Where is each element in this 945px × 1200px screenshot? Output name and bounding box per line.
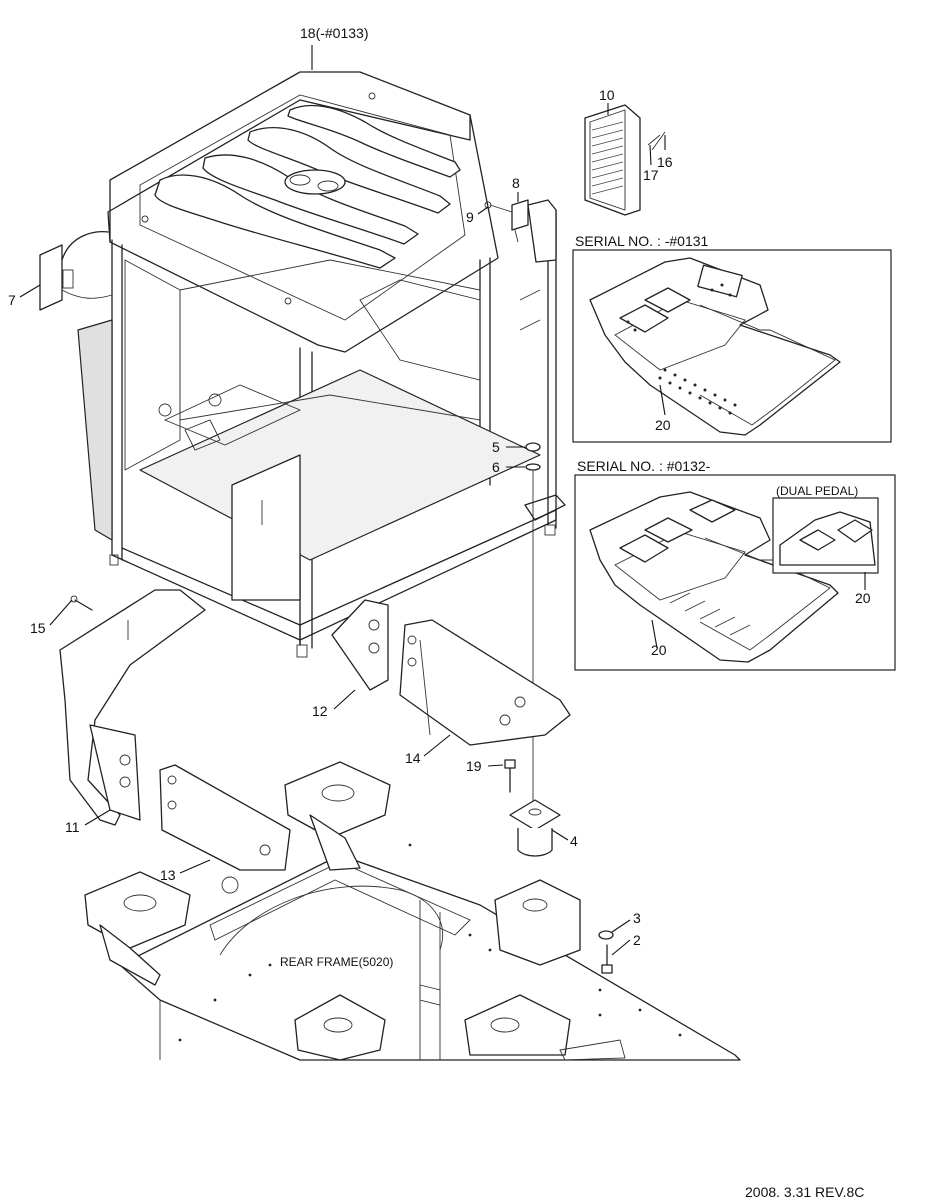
callout-6: 6 [492,459,500,475]
serial-caption-top: SERIAL NO. : -#0131 [575,233,709,249]
roof-panel [107,71,499,353]
rear-frame [84,761,741,1061]
leader-lines [19,45,866,956]
bracket-part-8-9 [484,199,529,243]
callout-16: 16 [657,154,673,170]
nut-washer-part-5-6 [525,442,541,805]
serial-caption-bottom: SERIAL NO. : #0132- [577,458,711,474]
callout-9: 9 [466,209,474,225]
callout-5: 5 [492,439,500,455]
part-numbers: 18(-#0133) 10 16 17 8 9 7 5 6 15 12 14 1… [8,25,871,948]
callout-7: 7 [8,292,16,308]
rear-frame-label: REAR FRAME(5020) [280,955,393,969]
cab-frame [77,199,566,658]
lamp-part-7 [39,230,113,311]
callout-18: 18(-#0133) [300,25,369,41]
callout-4: 4 [570,833,578,849]
callout-20-dual: 20 [855,590,871,606]
callout-10: 10 [599,87,615,103]
callout-13: 13 [160,867,176,883]
callout-17: 17 [643,167,659,183]
air-filter-part-10 [584,104,666,216]
panel-part-13 [159,764,291,871]
mount-part-4 [504,759,561,857]
callout-2: 2 [633,932,641,948]
inset-captions: SERIAL NO. : -#0131 SERIAL NO. : #0132- … [575,233,858,498]
side-frame-part-11 [59,589,206,826]
dual-pedal-caption: (DUAL PEDAL) [776,484,858,498]
side-panel-part-14 [399,619,571,746]
callout-19: 19 [466,758,482,774]
callout-3: 3 [633,910,641,926]
callout-11: 11 [65,819,80,835]
inset-serial-bottom [574,474,896,671]
bolt-washer-part-2-3 [598,930,614,974]
inset-serial-top [572,249,892,443]
callout-12: 12 [312,703,328,719]
bolt-part-15 [70,595,93,611]
callout-8: 8 [512,175,520,191]
revision-footer: 2008. 3.31 REV.8C [745,1184,864,1200]
bracket-part-12 [331,599,389,691]
callout-20-top: 20 [655,417,671,433]
callout-14: 14 [405,750,421,766]
callout-15: 15 [30,620,46,636]
callout-20-bottom: 20 [651,642,667,658]
